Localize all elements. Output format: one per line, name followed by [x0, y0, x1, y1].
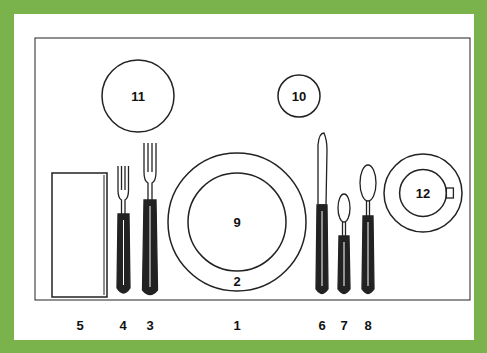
cup-and-saucer: 12	[383, 153, 463, 233]
salad-fork	[117, 166, 130, 293]
napkin-fold	[104, 175, 105, 295]
callout-number: 1	[225, 319, 249, 332]
callout-number: 8	[356, 319, 380, 332]
dinner-plate: 29	[167, 152, 307, 292]
knife	[316, 133, 328, 294]
white-panel	[14, 14, 474, 340]
callout-number: 5	[68, 319, 92, 332]
callout-number: 10	[292, 90, 306, 103]
inner-plate: 9	[187, 172, 287, 272]
callout-number: 7	[332, 319, 356, 332]
callout-number: 3	[138, 319, 162, 332]
napkin	[52, 173, 107, 297]
callout-number: 2	[233, 275, 240, 288]
dinner-fork	[143, 143, 158, 295]
callout-number: 6	[310, 319, 334, 332]
placemat-outline	[35, 38, 470, 300]
callout-number: 11	[131, 90, 145, 103]
callout-number: 12	[416, 187, 430, 200]
soup-spoon	[360, 165, 376, 294]
teaspoon	[338, 194, 350, 294]
water-glass: 10	[277, 74, 321, 118]
callout-number: 4	[111, 319, 135, 332]
callout-number: 9	[233, 216, 240, 229]
bread-plate: 11	[101, 59, 175, 133]
